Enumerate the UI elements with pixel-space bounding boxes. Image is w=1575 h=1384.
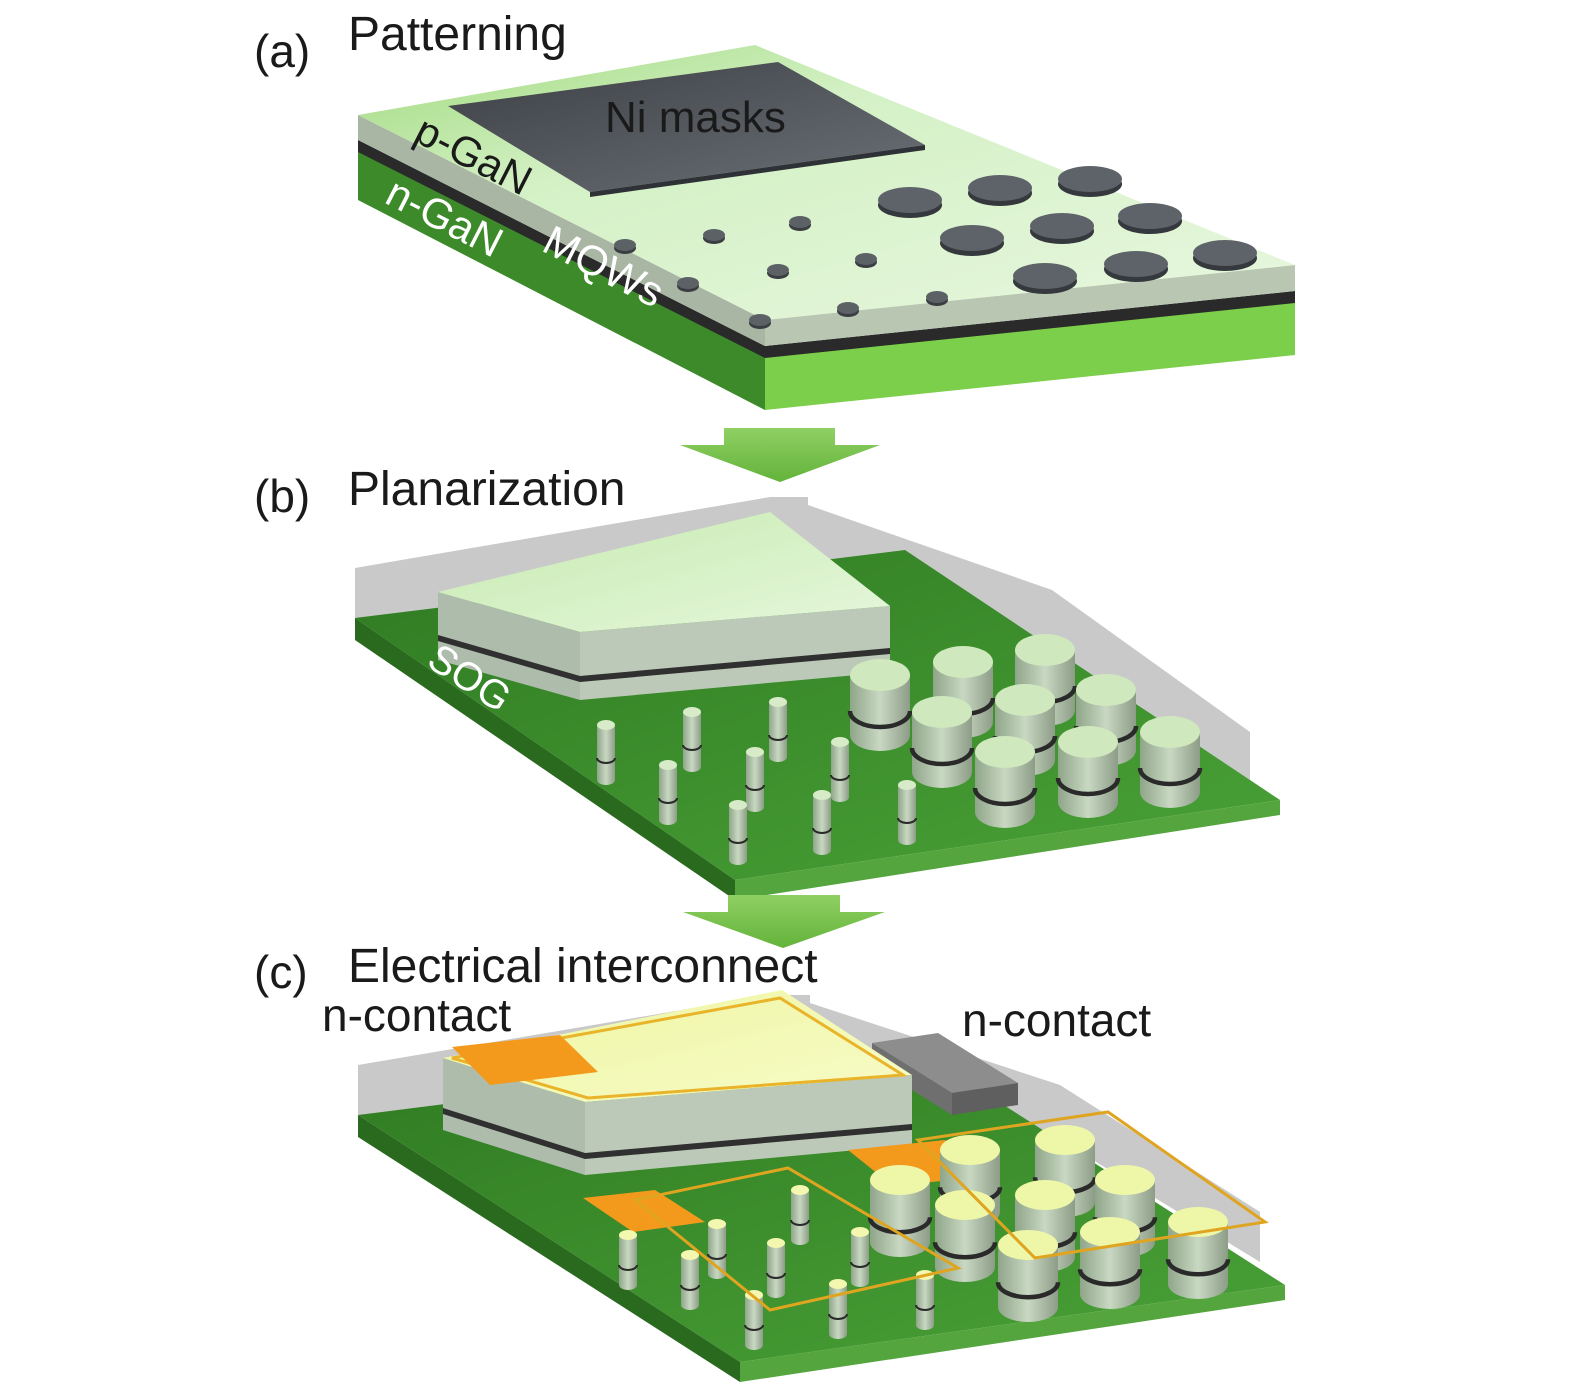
n-contact-right-pad <box>872 1033 1018 1093</box>
panel-c-letter: (c) <box>254 946 308 998</box>
panel-c-title: Electrical interconnect <box>348 940 818 993</box>
process-arrow-1 <box>680 428 880 482</box>
pillar-array-c <box>618 1125 1231 1350</box>
ni-mask-dot-small <box>837 302 859 317</box>
panel-b: (b) Planarization SOG <box>254 463 1280 900</box>
panel-a-title: Patterning <box>348 8 567 61</box>
gan-pillar <box>680 1250 700 1310</box>
gan-pillar <box>932 1190 998 1282</box>
gan-pillar <box>682 707 702 772</box>
panel-b-letter: (b) <box>254 470 310 522</box>
ni-mask-dots <box>614 166 1257 329</box>
pillar-array <box>596 634 1203 865</box>
ni-mask-dot-large <box>1118 203 1182 234</box>
gan-pillar <box>995 1230 1061 1322</box>
ni-mask-dot-large <box>1013 263 1077 294</box>
interconnect-trace-large <box>914 1110 1269 1260</box>
ni-mask-square <box>448 62 925 192</box>
ni-mask-dot-small <box>703 229 725 244</box>
gan-pillar <box>1137 716 1203 808</box>
panel-a-letter: (a) <box>254 25 310 77</box>
gan-pillar <box>828 1279 848 1339</box>
gan-pillar <box>707 1219 727 1279</box>
ni-mask-dot-large <box>940 225 1004 256</box>
p-gan-left-side <box>358 115 765 346</box>
ni-masks-label: Ni masks <box>605 93 786 142</box>
gan-pillar <box>915 1270 935 1330</box>
ni-mask-dot-small <box>767 264 789 279</box>
ni-mask-dot-large <box>1104 251 1168 282</box>
gan-pillar <box>972 736 1038 828</box>
gan-pillar <box>618 1230 638 1290</box>
gan-pillar <box>744 1290 764 1350</box>
panel-b-title: Planarization <box>348 463 626 516</box>
interconnected-mesa <box>443 990 912 1175</box>
ni-mask-dot-large <box>1030 213 1094 244</box>
gan-pillar <box>830 737 850 802</box>
gan-pillar <box>596 720 616 785</box>
gan-pillar <box>847 659 913 751</box>
ni-mask-dot-small <box>677 277 699 292</box>
gan-pillar <box>812 790 832 855</box>
interconnect-trace-small <box>631 1166 963 1312</box>
gan-pillar <box>768 697 788 762</box>
ni-mask-dot-small <box>855 253 877 268</box>
contact-pad-small <box>583 1190 705 1232</box>
ni-mask-dot-small <box>789 216 811 231</box>
ni-mask-dot-large <box>1058 166 1122 197</box>
gan-pillar <box>850 1227 870 1287</box>
ni-mask-dot-large <box>1193 240 1257 271</box>
mesa-top <box>438 512 890 632</box>
mqw-front-line <box>765 291 1295 358</box>
ni-mask-dot-small <box>614 239 636 254</box>
panel-c: (c) Electrical interconnect n-contac <box>254 940 1285 1382</box>
gan-pillar <box>897 780 917 845</box>
gan-pillar <box>766 1238 786 1298</box>
gan-pillar <box>658 760 678 825</box>
n-contact-left-pad <box>452 1035 598 1085</box>
n-contact-right-label: n-contact <box>962 994 1151 1046</box>
n-contact-left-label: n-contact <box>322 989 511 1041</box>
panel-a: (a) Patterning Ni masks p-GaN n-GaN MQWs <box>254 8 1295 410</box>
n-gan-front-side <box>765 300 1295 410</box>
gan-pillar <box>867 1165 933 1257</box>
process-arrow-2 <box>683 895 885 948</box>
wafer-stack <box>358 45 1295 410</box>
ni-mask-dot-large <box>968 175 1032 206</box>
ni-mask-dot-large <box>878 187 942 218</box>
gan-pillar <box>1077 1217 1143 1309</box>
gan-pillar <box>745 747 765 812</box>
planarized-mesa <box>438 512 890 700</box>
gan-pillar <box>909 696 975 788</box>
p-gan-front-side <box>765 265 1295 346</box>
gan-pillar <box>728 800 748 865</box>
ni-mask-dot-small <box>926 291 948 306</box>
ni-mask-dot-small <box>749 314 771 329</box>
mqw-left-line <box>358 140 765 358</box>
gan-pillar <box>1165 1207 1231 1299</box>
n-gan-left-side <box>358 150 765 410</box>
gan-pillar <box>790 1185 810 1245</box>
gan-pillar <box>1055 726 1121 818</box>
